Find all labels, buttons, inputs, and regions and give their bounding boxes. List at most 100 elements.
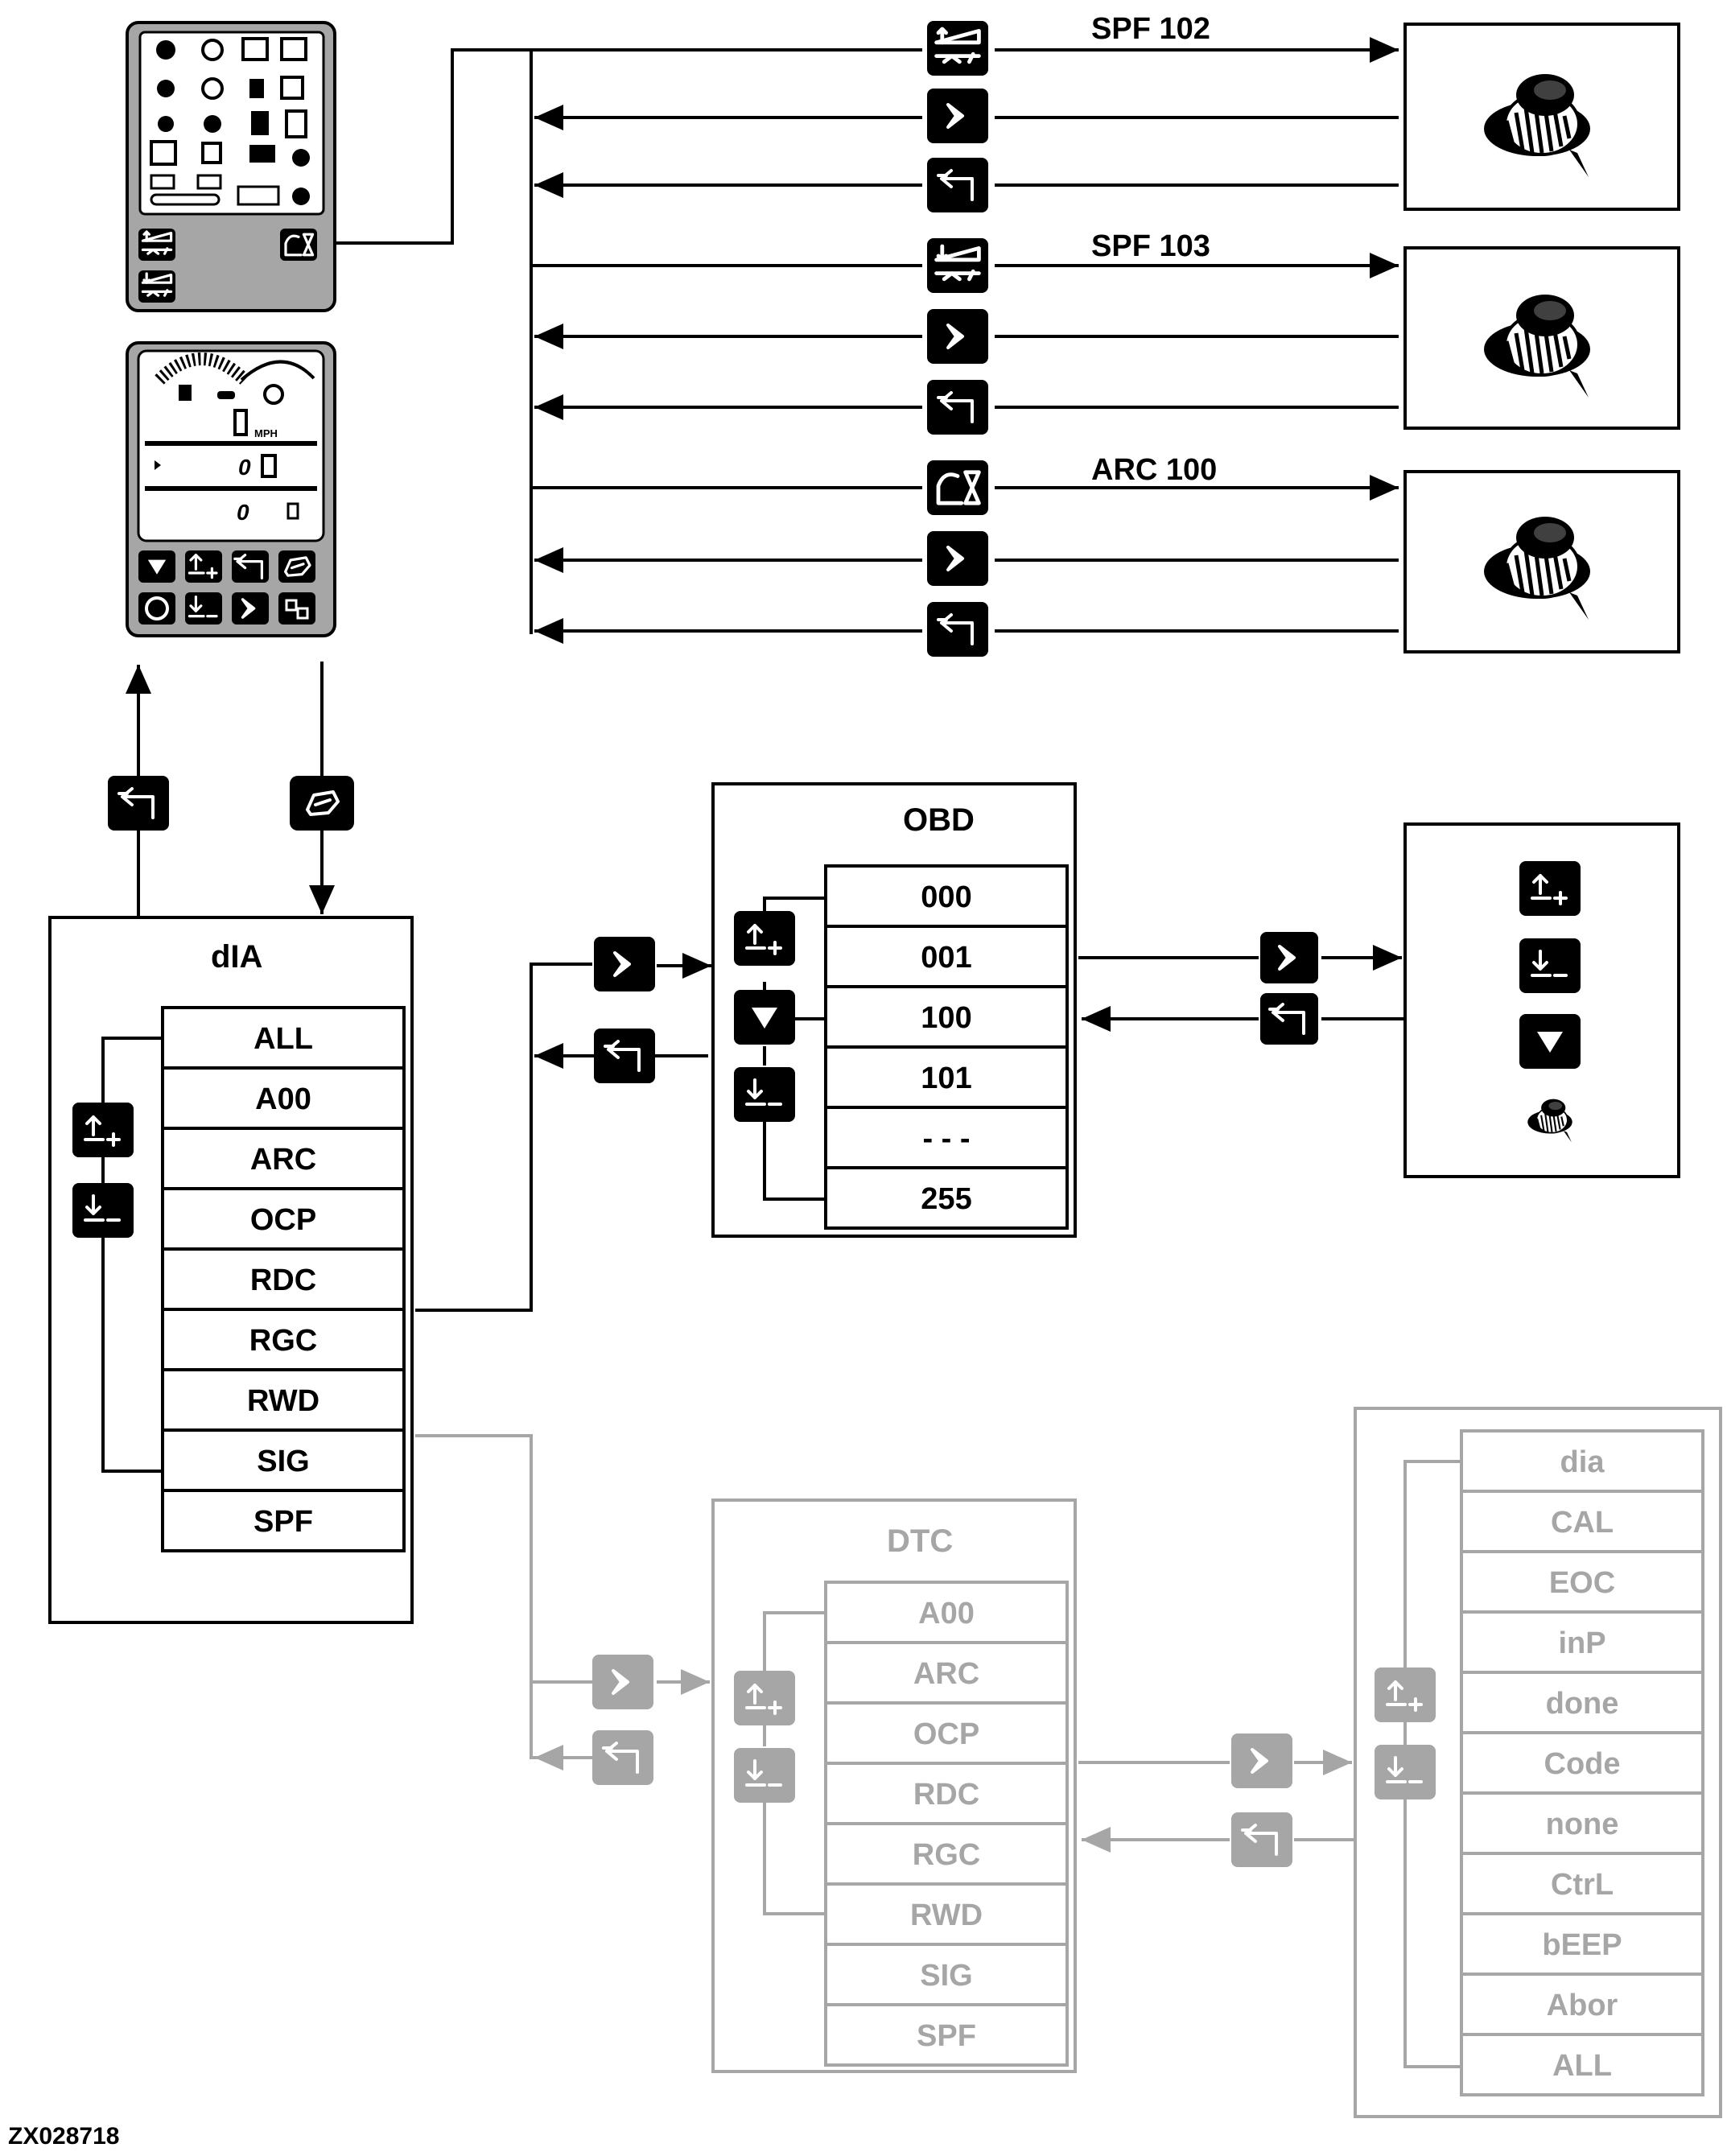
monitor-indicator-panel bbox=[126, 21, 336, 312]
obd-menu-item[interactable]: 001 bbox=[824, 925, 1069, 988]
obd-menu-item-label: - - - bbox=[922, 1122, 970, 1156]
spf102-up-key[interactable] bbox=[927, 21, 988, 76]
dia-down-key[interactable] bbox=[72, 1183, 134, 1238]
dia-sub-menu-item-label: done bbox=[1546, 1687, 1619, 1721]
dtc-menu-item-label: A00 bbox=[918, 1597, 975, 1630]
dtc-menu-item[interactable]: A00 bbox=[824, 1581, 1069, 1644]
obd-select-key[interactable] bbox=[734, 990, 795, 1045]
dtc-up-key[interactable] bbox=[734, 1671, 795, 1725]
spf103-back-key[interactable] bbox=[927, 380, 988, 435]
dtc-menu-item[interactable]: RDC bbox=[824, 1762, 1069, 1825]
obd-enter-key[interactable] bbox=[594, 937, 655, 991]
dtc-menu-item[interactable]: OCP bbox=[824, 1701, 1069, 1765]
dtc-menu-item-label: RWD bbox=[910, 1898, 983, 1932]
dia-sub-menu-item[interactable]: inP bbox=[1460, 1610, 1704, 1674]
obd-menu-item[interactable]: 100 bbox=[824, 985, 1069, 1049]
dia-menu-item[interactable]: ALL bbox=[161, 1006, 406, 1070]
dia-sub-menu-item-label: CAL bbox=[1551, 1506, 1614, 1540]
dia-diag-key[interactable] bbox=[290, 776, 354, 831]
arc100-back-key[interactable] bbox=[927, 602, 988, 657]
dia-menu-item-label: OCP bbox=[250, 1203, 316, 1237]
obd-detail-back-key[interactable] bbox=[1260, 993, 1318, 1045]
dia-menu-item[interactable]: RDC bbox=[161, 1247, 406, 1311]
obd-back-key[interactable] bbox=[594, 1029, 655, 1083]
dia-menu-item-label: A00 bbox=[255, 1082, 311, 1116]
dia-sub-menu-item[interactable]: EOC bbox=[1460, 1550, 1704, 1614]
dtc-menu-item[interactable]: RGC bbox=[824, 1822, 1069, 1886]
obd-menu-item[interactable]: - - - bbox=[824, 1106, 1069, 1169]
clock-key[interactable] bbox=[138, 592, 175, 625]
speed-unit: MPH bbox=[254, 427, 278, 439]
dia-menu-item[interactable]: SIG bbox=[161, 1428, 406, 1492]
obd-menu-item-label: 000 bbox=[921, 880, 971, 914]
dia-menu-item[interactable]: RWD bbox=[161, 1368, 406, 1432]
obd-menu-item[interactable]: 255 bbox=[824, 1166, 1069, 1230]
dia-exit-back-key[interactable] bbox=[108, 776, 169, 831]
dia-sub-menu-item[interactable]: dia bbox=[1460, 1429, 1704, 1493]
figure-id: ZX028718 bbox=[8, 2123, 119, 2150]
dia-sub-menu-item-label: Abor bbox=[1547, 1989, 1618, 2022]
obd-up-key[interactable] bbox=[734, 911, 795, 966]
arc100-knob-box bbox=[1403, 470, 1680, 653]
dia-sub-up-key[interactable] bbox=[1375, 1667, 1436, 1722]
dtc-detail-enter-key[interactable] bbox=[1231, 1733, 1292, 1788]
obd-menu-item[interactable]: 101 bbox=[824, 1045, 1069, 1109]
dia-sub-menu-item[interactable]: Abor bbox=[1460, 1973, 1704, 2036]
dia-sub-menu-item-label: bEEP bbox=[1542, 1928, 1622, 1962]
dia-sub-menu-item[interactable]: CtrL bbox=[1460, 1852, 1704, 1915]
dia-sub-menu-item-label: inP bbox=[1558, 1626, 1605, 1660]
dia-title: dIA bbox=[211, 939, 262, 975]
arc100-enter-key[interactable] bbox=[927, 531, 988, 586]
up-key[interactable] bbox=[185, 550, 222, 583]
dia-menu-item[interactable]: ARC bbox=[161, 1127, 406, 1190]
dia-sub-menu-item-label: dia bbox=[1560, 1445, 1605, 1479]
dia-menu-item[interactable]: OCP bbox=[161, 1187, 406, 1251]
dia-sub-menu-item[interactable]: done bbox=[1460, 1671, 1704, 1734]
dia-up-key[interactable] bbox=[72, 1103, 134, 1157]
dtc-back-key[interactable] bbox=[592, 1730, 653, 1785]
dia-menu-item[interactable]: RGC bbox=[161, 1308, 406, 1371]
dtc-menu-item[interactable]: ARC bbox=[824, 1641, 1069, 1705]
dia-sub-menu-item-label: none bbox=[1546, 1808, 1619, 1841]
dtc-detail-back-key[interactable] bbox=[1231, 1812, 1292, 1867]
obd-menu-item-label: 255 bbox=[921, 1182, 971, 1216]
dia-sub-menu-item-label: CtrL bbox=[1551, 1868, 1614, 1902]
obd-title: OBD bbox=[903, 802, 975, 838]
dia-menu-item[interactable]: SPF bbox=[161, 1489, 406, 1552]
dtc-menu-item[interactable]: SIG bbox=[824, 1943, 1069, 2006]
dtc-menu-item-label: SPF bbox=[917, 2019, 976, 2053]
dtc-enter-key[interactable] bbox=[592, 1655, 653, 1709]
dia-sub-menu-item[interactable]: ALL bbox=[1460, 2033, 1704, 2096]
dia-sub-menu-item[interactable]: none bbox=[1460, 1791, 1704, 1855]
monitor-display-panel: MPH 0 0 bbox=[126, 341, 336, 637]
top-signal-bus bbox=[336, 37, 1399, 644]
dia-sub-menu-item[interactable]: CAL bbox=[1460, 1490, 1704, 1553]
spf103-enter-key[interactable] bbox=[927, 309, 988, 364]
dtc-down-key[interactable] bbox=[734, 1748, 795, 1803]
spf102-enter-key[interactable] bbox=[927, 89, 988, 143]
spf102-knob-box bbox=[1403, 23, 1680, 211]
back-key[interactable] bbox=[232, 550, 269, 583]
obd-menu-item[interactable]: 000 bbox=[824, 864, 1069, 928]
spf102-back-key[interactable] bbox=[927, 158, 988, 212]
dia-sub-menu-item-label: ALL bbox=[1552, 2049, 1612, 2083]
arc100-key[interactable] bbox=[927, 460, 988, 515]
dia-menu-item-label: ALL bbox=[253, 1022, 313, 1056]
detail-select-icon bbox=[1519, 1014, 1581, 1069]
dia-menu-item[interactable]: A00 bbox=[161, 1066, 406, 1130]
obd-down-key[interactable] bbox=[734, 1067, 795, 1122]
down-key[interactable] bbox=[185, 592, 222, 625]
dia-menu-item-label: RDC bbox=[250, 1264, 316, 1297]
dtc-menu-item-label: ARC bbox=[913, 1657, 979, 1691]
dtc-menu-item[interactable]: RWD bbox=[824, 1882, 1069, 1946]
spf103-down-key[interactable] bbox=[927, 238, 988, 293]
dia-sub-menu-item[interactable]: bEEP bbox=[1460, 1912, 1704, 1976]
dia-sub-menu-item[interactable]: Code bbox=[1460, 1731, 1704, 1795]
obd-detail-enter-key[interactable] bbox=[1260, 932, 1318, 983]
dia-sub-down-key[interactable] bbox=[1375, 1745, 1436, 1799]
dtc-menu-item[interactable]: SPF bbox=[824, 2003, 1069, 2067]
arc100-label: ARC 100 bbox=[1091, 453, 1217, 487]
